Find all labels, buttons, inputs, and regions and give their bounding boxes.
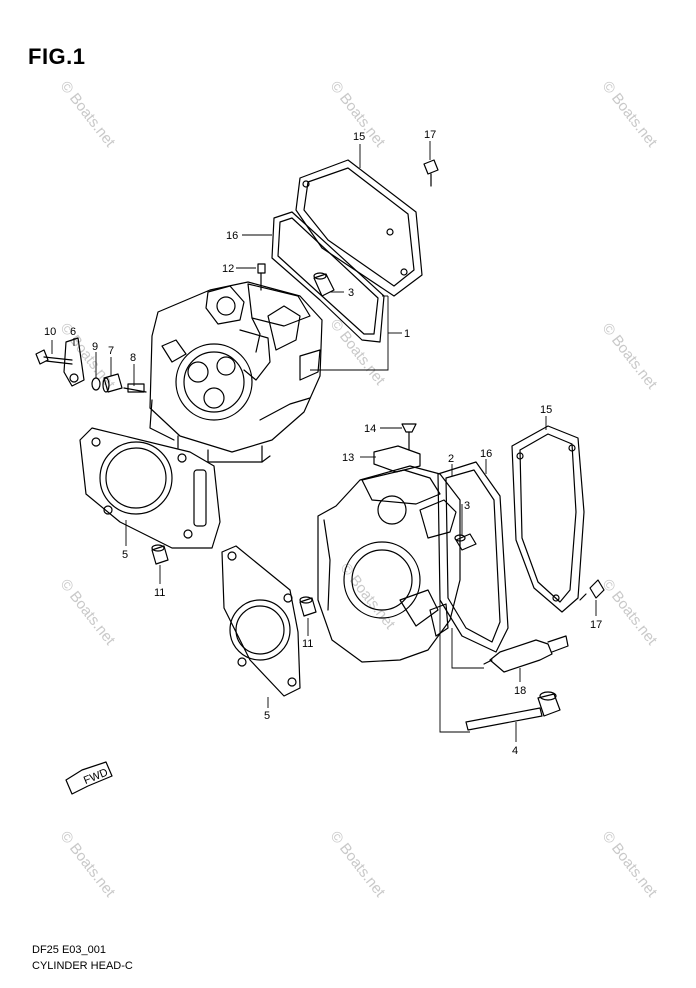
- cover-gasket-lower: [437, 461, 509, 653]
- callout-3-lower: 3: [464, 500, 470, 512]
- callout-11-center: 11: [302, 638, 313, 650]
- cover-gasket-upper: [271, 211, 385, 343]
- callout-5-left: 5: [122, 549, 128, 561]
- callout-8: 8: [130, 352, 136, 364]
- callout-17-lower: 17: [590, 619, 602, 631]
- diagram-caption: CYLINDER HEAD-C: [32, 960, 133, 972]
- callout-16-lower: 16: [480, 448, 492, 460]
- callout-2: 2: [448, 453, 454, 465]
- callout-15-lower: 15: [540, 404, 552, 416]
- callout-6: 6: [70, 326, 76, 338]
- callout-15-upper: 15: [353, 131, 365, 143]
- head-gasket-left: [79, 427, 221, 549]
- plate-13: [373, 445, 421, 473]
- figure-title: FIG.1: [28, 44, 86, 69]
- bolt-17-upper: [423, 159, 439, 187]
- callout-14: 14: [364, 423, 376, 435]
- callout-7: 7: [108, 345, 114, 357]
- callout-1: 1: [404, 328, 410, 340]
- head-gasket-center: [221, 545, 301, 697]
- cylinder-head-cover-upper: [295, 159, 423, 297]
- dowel-pin-upper: [313, 272, 335, 297]
- callout-12: 12: [222, 263, 234, 275]
- callout-16-upper: 16: [226, 230, 238, 242]
- diagram-code: DF25 E03_001: [32, 944, 106, 956]
- bracket-6: [63, 337, 85, 387]
- screw-8: [123, 383, 147, 393]
- dowel-11-center: [299, 596, 317, 617]
- callout-18: 18: [514, 685, 526, 697]
- cylinder-head-upper: [149, 281, 323, 463]
- callout-11-left: 11: [154, 587, 165, 599]
- bolt-4: [465, 691, 561, 731]
- callout-13: 13: [342, 452, 354, 464]
- callout-9: 9: [92, 341, 98, 353]
- fwd-arrow-icon: [65, 761, 113, 795]
- callout-17-upper: 17: [424, 129, 436, 141]
- cylinder-head-cover-lower: [511, 425, 585, 613]
- bolt-17-lower: [579, 579, 605, 601]
- callout-10: 10: [44, 326, 56, 338]
- dowel-pin-lower: [454, 533, 477, 551]
- bolt-10: [35, 349, 73, 365]
- spark-plug-18: [483, 635, 569, 673]
- spacer-7: [102, 373, 123, 393]
- dowel-11-left: [151, 544, 169, 565]
- screw-14: [401, 423, 417, 451]
- callout-3-upper: 3: [348, 287, 354, 299]
- callout-5-center: 5: [264, 710, 270, 722]
- callout-4: 4: [512, 745, 518, 757]
- washer-9: [91, 377, 101, 391]
